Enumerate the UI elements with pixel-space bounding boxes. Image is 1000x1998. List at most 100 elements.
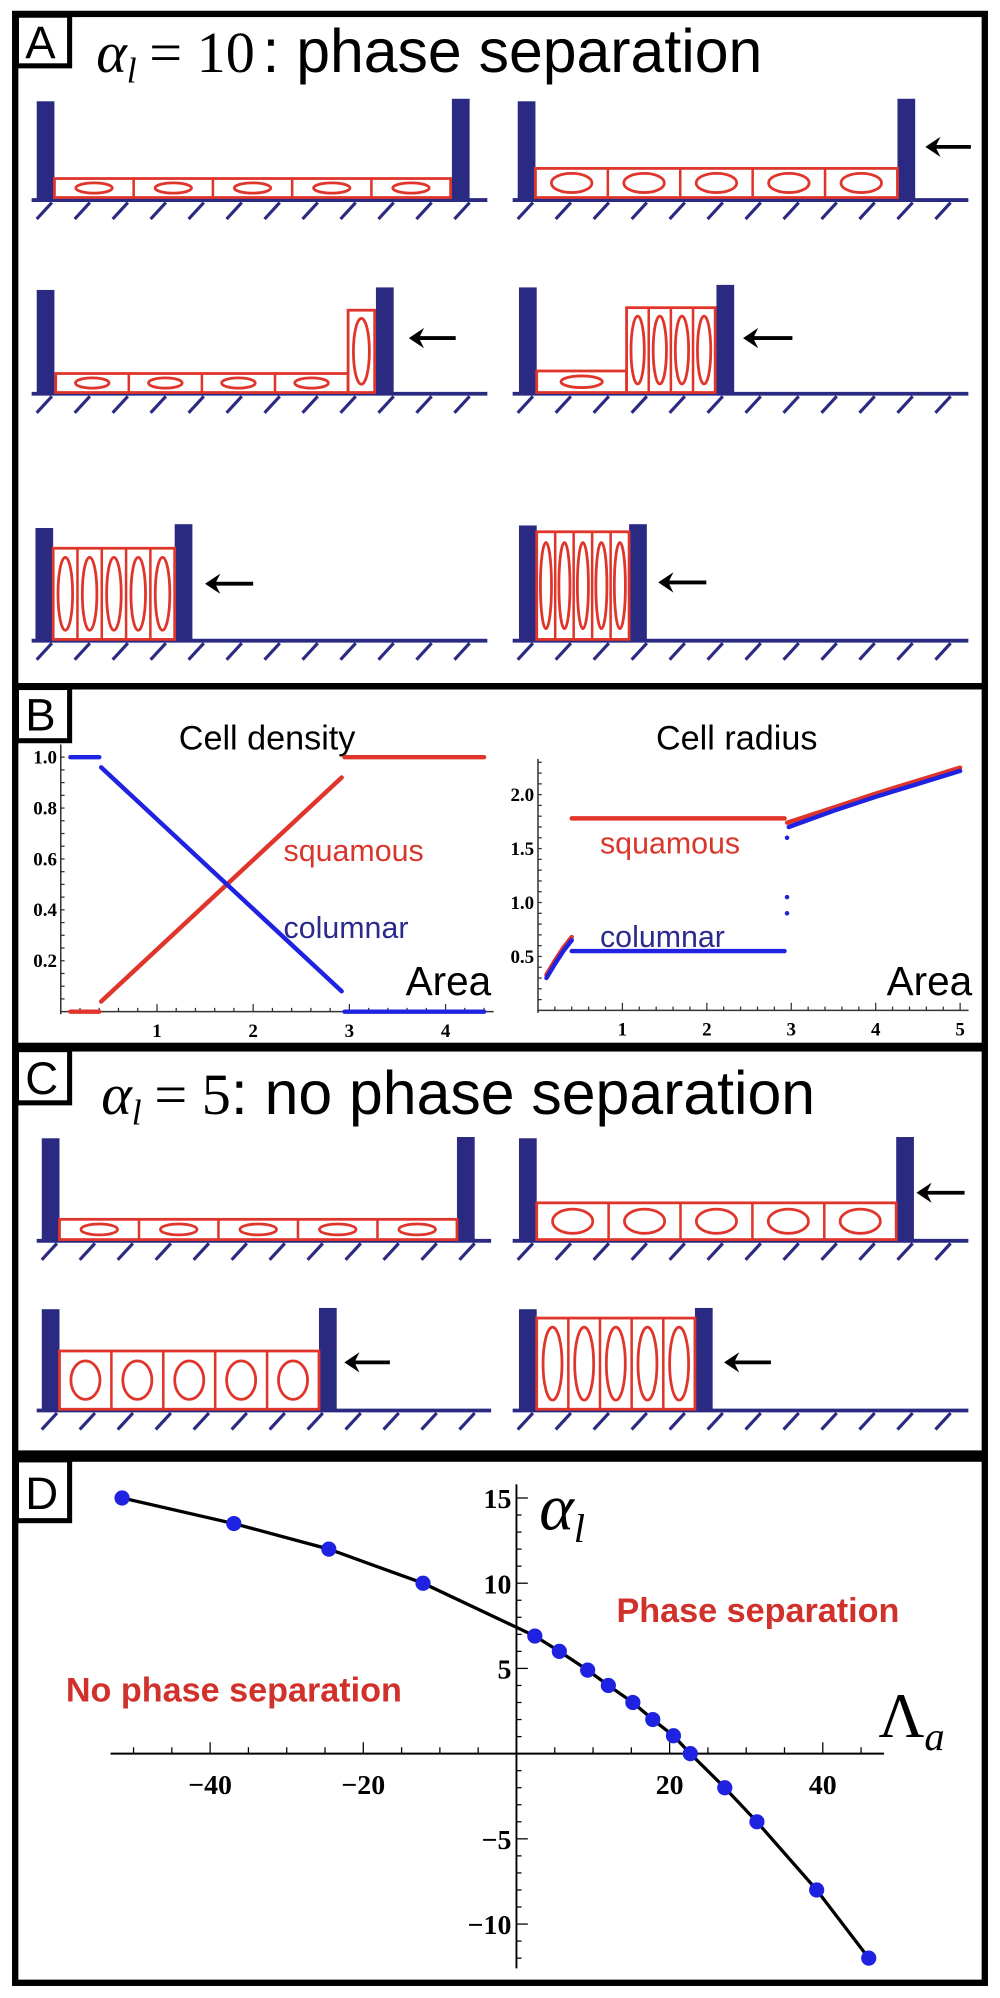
- y-axis-symbol: α: [539, 1472, 575, 1545]
- ground-hatch: [744, 642, 762, 661]
- left-wall: [518, 287, 537, 394]
- ground-hatch: [858, 395, 876, 414]
- annotation-no-phase-separation: No phase separation: [66, 1672, 402, 1710]
- ground-hatch: [706, 395, 724, 414]
- cell-nucleus: [838, 1207, 882, 1235]
- ground-hatch: [458, 1242, 476, 1261]
- cell-nucleus: [312, 181, 352, 195]
- ground-hatch: [116, 1411, 135, 1431]
- ground-hatch: [187, 201, 205, 221]
- ground-hatch: [744, 1411, 762, 1431]
- ground-hatch: [149, 395, 167, 414]
- data-point: [600, 1677, 616, 1694]
- data-point: [551, 1643, 567, 1659]
- cell-nucleus: [636, 1325, 659, 1402]
- cell-nucleus: [612, 541, 627, 631]
- cell-nucleus: [629, 314, 646, 386]
- ground-hatch: [516, 201, 535, 221]
- panel-d-letter-box: [13, 1457, 73, 1524]
- x-tick-label: 40: [809, 1770, 837, 1801]
- panel-c-title: αl= 5: no phase separation: [101, 1059, 815, 1132]
- cell-nucleus: [159, 1222, 199, 1237]
- data-point: [665, 1728, 682, 1744]
- arrow-left-icon: [743, 327, 793, 349]
- data-point: [415, 1575, 431, 1591]
- series-columnar-line: [786, 768, 963, 830]
- x-axis-subscript: a: [924, 1714, 944, 1759]
- ground-hatch: [820, 1411, 838, 1431]
- ground-hatch: [377, 201, 395, 221]
- ground-hatch: [820, 395, 838, 414]
- cell-nucleus: [623, 1207, 667, 1235]
- alpha-value: = 10: [149, 20, 255, 85]
- left-wall: [35, 527, 54, 641]
- right-wall: [318, 1307, 337, 1411]
- cell-nucleus: [694, 171, 739, 194]
- data-point: [682, 1746, 698, 1762]
- ground-hatch: [820, 642, 838, 661]
- arrow-head: [724, 1352, 740, 1373]
- ground-hatch: [554, 201, 573, 221]
- data-point: [321, 1541, 337, 1557]
- confinement-diagram: [512, 98, 971, 221]
- ground-hatch: [934, 395, 952, 414]
- confinement-diagram: [31, 287, 488, 414]
- legend-label-squamous: squamous: [600, 826, 740, 860]
- cell-nucleus: [391, 181, 431, 195]
- ground-hatch: [934, 1411, 952, 1431]
- ground-hatch: [820, 201, 838, 221]
- ground-hatch: [934, 1242, 952, 1261]
- ground-hatch: [934, 201, 952, 221]
- ground-hatch: [339, 642, 357, 661]
- alpha-symbol: α: [96, 20, 128, 85]
- ground-hatch: [35, 395, 54, 414]
- y-tick-label: 1.5: [510, 839, 534, 860]
- ground-hatch: [516, 1242, 535, 1261]
- cell-nucleus: [668, 1325, 690, 1402]
- left-wall: [36, 101, 55, 201]
- cell-nucleus: [225, 1359, 258, 1401]
- ground-hatch: [516, 642, 535, 661]
- cell-nucleus: [541, 1325, 564, 1402]
- panel-b-frame: [12, 683, 988, 1050]
- cell-nucleus: [232, 181, 273, 195]
- cell-nucleus: [594, 541, 609, 631]
- cell-nucleus: [105, 555, 123, 632]
- left-wall: [517, 101, 536, 201]
- right-wall: [694, 1307, 713, 1411]
- panel-c-title-text: : no phase separation: [231, 1059, 815, 1127]
- cell-nucleus: [173, 1359, 206, 1401]
- cell-nucleus: [559, 374, 604, 389]
- arrow-head: [925, 136, 941, 158]
- ground-hatch: [263, 201, 281, 221]
- alpha-value: = 5: [154, 1062, 230, 1127]
- x-tick-label: 1: [618, 1020, 627, 1041]
- right-wall: [174, 524, 193, 641]
- right-wall: [451, 98, 470, 201]
- ground-hatch: [306, 1242, 324, 1261]
- x-axis-label: Area: [406, 958, 492, 1004]
- ground-hatch: [149, 201, 167, 221]
- ground-hatch: [116, 1242, 135, 1261]
- cell-nucleus: [80, 555, 99, 632]
- ground-hatch: [339, 201, 357, 221]
- y-tick-label: 0.5: [510, 947, 534, 968]
- ground-hatch: [516, 1411, 535, 1431]
- x-axis-label: Λa: [878, 1681, 944, 1759]
- y-axis-label: αl: [539, 1472, 585, 1552]
- data-point: [527, 1628, 543, 1644]
- cell-nucleus: [549, 171, 594, 194]
- ground-hatch: [40, 1242, 59, 1261]
- ground-hatch: [453, 642, 471, 661]
- ground-hatch: [668, 395, 686, 414]
- series-columnar-point: [784, 894, 790, 900]
- panel-a-letter: A: [25, 17, 56, 68]
- data-point: [114, 1490, 130, 1506]
- ground-hatch: [187, 642, 205, 661]
- cell-nucleus: [74, 181, 114, 195]
- ground-hatch: [111, 201, 130, 221]
- ground-hatch: [896, 395, 914, 414]
- ground-hatch: [225, 642, 243, 661]
- x-tick-label: −40: [188, 1770, 232, 1801]
- ground-hatch: [858, 1411, 876, 1431]
